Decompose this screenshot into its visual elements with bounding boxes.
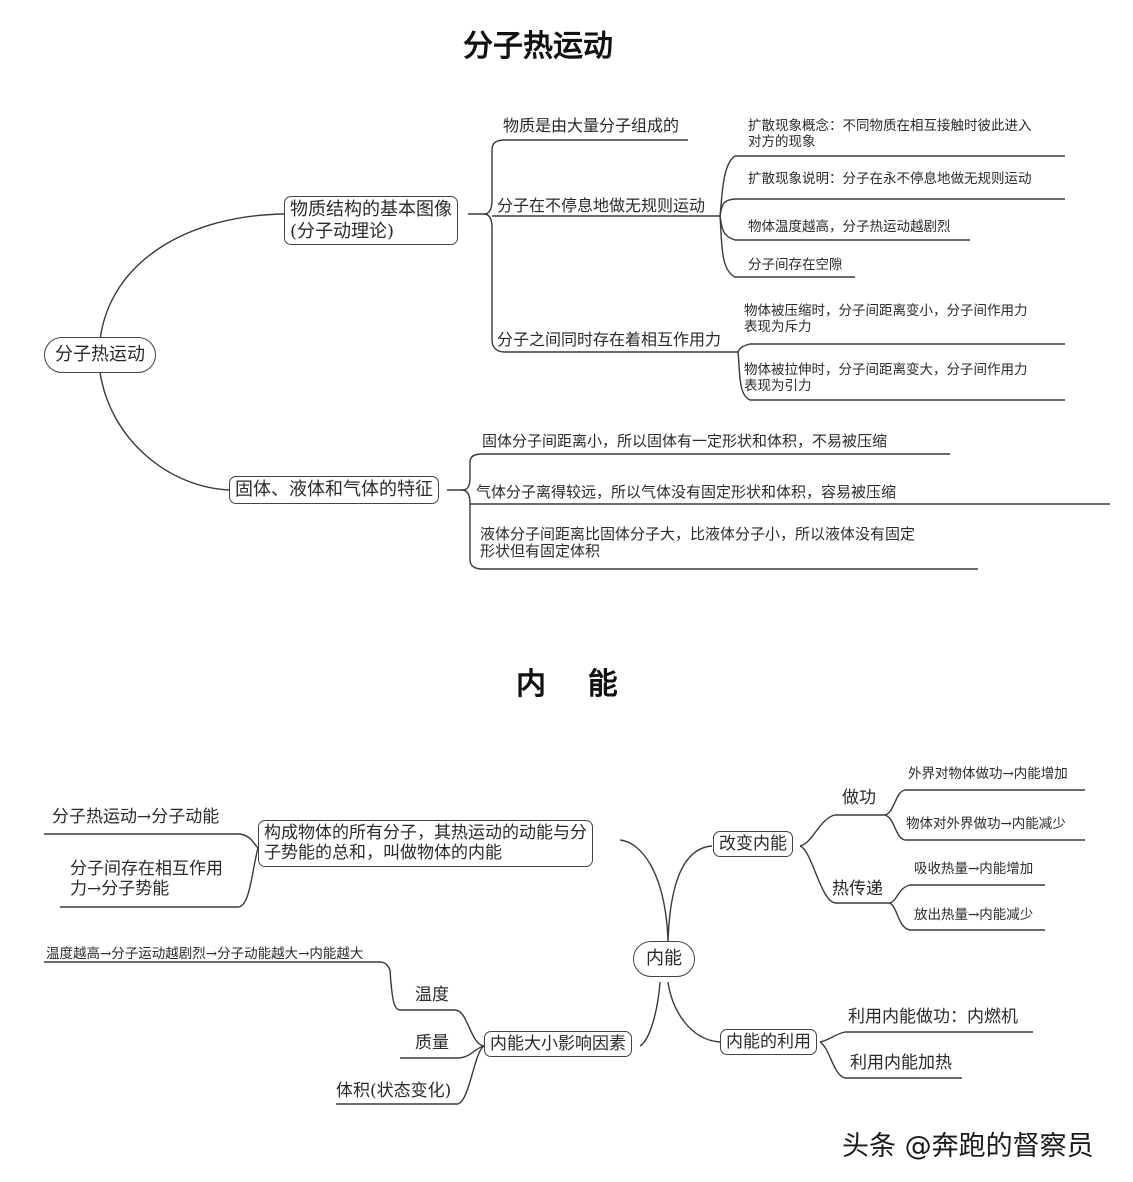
leaf-temperature-detail: 温度越高→分子运动越剧烈→分子动能越大→内能越大 — [46, 946, 364, 962]
node-label-line1: 物质结构的基本图像 — [290, 199, 452, 220]
connector-root-to-states — [99, 371, 231, 491]
connector-root-factors — [639, 981, 661, 1047]
leaf-usage-heating: 利用内能加热 — [850, 1053, 952, 1073]
text-line: 表现为斥力 — [744, 318, 812, 335]
connector-force-brace — [737, 343, 1065, 353]
text-line: 形状但有固定体积 — [480, 542, 601, 561]
connector-factors-mass — [400, 1045, 485, 1059]
connector-def-left2 — [60, 847, 259, 908]
connector-work-children — [884, 789, 1085, 816]
connector-structure-brace — [468, 139, 688, 215]
leaf-work-on-object: 外界对物体做功→内能增加 — [908, 766, 1068, 782]
watermark: 头条 @奔跑的督察员 — [842, 1131, 1094, 1162]
connector-factors-volume — [336, 1045, 485, 1105]
node-definition[interactable]: 构成物体的所有分子，其热运动的动能与分 子势能的总和，叫做物体的内能 — [258, 820, 593, 867]
text-line: 液体分子间距离比固体分子大，比液体分子小，所以液体没有固定 — [480, 525, 916, 543]
leaf-potential-energy: 分子间存在相互作用 力→分子势能 — [70, 859, 223, 899]
root-node-internal-energy[interactable]: 内能 — [633, 941, 695, 977]
node-label-line2: (分子动理论) — [290, 220, 395, 242]
connector-heat-children — [889, 884, 1045, 904]
leaf-usage-work: 利用内能做功：内燃机 — [848, 1007, 1018, 1027]
text-line: 物体被拉伸时，分子间距离变大，分子间作用力 — [744, 362, 1028, 378]
connector-def-root — [619, 839, 669, 941]
connector-root-to-structure — [99, 213, 286, 341]
node-heat-transfer: 热传递 — [832, 879, 883, 899]
leaf-matter-made-of-molecules: 物质是由大量分子组成的 — [503, 116, 680, 135]
node-change-internal-energy[interactable]: 改变内能 — [713, 831, 793, 858]
leaf-kinetic-energy: 分子热运动→分子动能 — [52, 807, 220, 827]
leaf-work-by-object: 物体对外界做功→内能减少 — [906, 816, 1066, 832]
node-factors[interactable]: 内能大小影响因素 — [484, 1031, 632, 1058]
section-title-internal-energy: 内 能 — [516, 667, 618, 702]
text-line: 对方的现象 — [748, 133, 816, 150]
text-line: 表现为引力 — [744, 377, 812, 394]
text-line: 子势能的总和，叫做物体的内能 — [264, 843, 502, 864]
connector-usage-children — [819, 1031, 1033, 1043]
leaf-absorb-heat: 吸收热量→内能增加 — [914, 861, 1034, 877]
connector-root-usage — [667, 981, 721, 1043]
node-usage[interactable]: 内能的利用 — [720, 1029, 817, 1056]
leaf-gas: 气体分子离得较远，所以气体没有固定形状和体积，容易被压缩 — [476, 483, 897, 501]
node-structure-basic-image[interactable]: 物质结构的基本图像 (分子动理论) — [284, 196, 458, 246]
leaf-volume: 体积(状态变化) — [336, 1081, 452, 1101]
text-line: 构成物体的所有分子，其热运动的动能与分 — [264, 823, 587, 843]
leaf-solid: 固体分子间距离小，所以固体有一定形状和体积，不易被压缩 — [482, 432, 888, 450]
leaf-temperature: 温度 — [415, 985, 449, 1005]
node-states-of-matter[interactable]: 固体、液体和气体的特征 — [229, 476, 439, 504]
leaf-release-heat: 放出热量→内能减少 — [914, 907, 1034, 923]
connector-factors-temp — [44, 961, 485, 1047]
leaf-mass: 质量 — [415, 1033, 449, 1053]
leaf-temperature-motion: 物体温度越高，分子热运动越剧烈 — [748, 219, 951, 235]
text-line: 扩散现象概念：不同物质在相互接触时彼此进入 — [748, 118, 1032, 134]
connector-change-work — [799, 814, 885, 847]
connector-root-change — [667, 845, 713, 943]
leaf-compression-repulsion: 物体被压缩时，分子间距离变小，分子间作用力 表现为斥力 — [744, 303, 1028, 335]
node-random-motion: 分子在不停息地做无规则运动 — [497, 196, 706, 215]
connector-states-brace — [447, 453, 950, 491]
text-line: 物体被压缩时，分子间距离变小，分子间作用力 — [744, 303, 1028, 319]
connector-def-left1 — [44, 833, 259, 849]
leaf-diffusion-concept: 扩散现象概念：不同物质在相互接触时彼此进入 对方的现象 — [748, 118, 1032, 150]
leaf-molecular-gaps: 分子间存在空隙 — [748, 257, 843, 273]
root-node-molecular-motion[interactable]: 分子热运动 — [44, 337, 156, 373]
node-intermolecular-force: 分子之间同时存在着相互作用力 — [497, 330, 722, 349]
text-line: 分子间存在相互作用 — [70, 859, 223, 879]
leaf-stretch-attraction: 物体被拉伸时，分子间距离变大，分子间作用力 表现为引力 — [744, 362, 1028, 394]
leaf-diffusion-explanation: 扩散现象说明：分子在永不停息地做无规则运动 — [748, 171, 1032, 187]
section-title-molecular-motion: 分子热运动 — [463, 29, 613, 64]
node-work: 做功 — [842, 788, 876, 808]
text-line: 力→分子势能 — [70, 878, 170, 899]
leaf-liquid: 液体分子间距离比固体分子大，比液体分子小，所以液体没有固定 形状但有固定体积 — [480, 525, 916, 561]
